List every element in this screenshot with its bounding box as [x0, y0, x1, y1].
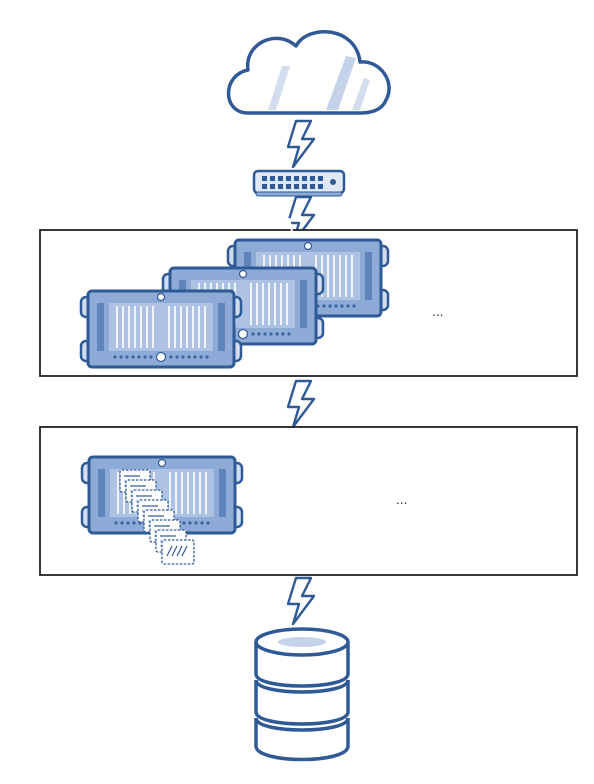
server-tier-more-label: ... — [432, 305, 443, 319]
vm-stack-icon — [119, 469, 195, 565]
vm-tier-more-label: ... — [396, 493, 407, 507]
database-icon — [254, 627, 350, 762]
lightning-link-icon — [286, 119, 316, 169]
lightning-link-icon — [286, 576, 316, 626]
cloud-icon — [226, 30, 391, 115]
virtual-machine-host-icon — [80, 455, 244, 565]
network-switch-icon — [252, 169, 346, 197]
lightning-link-icon — [286, 379, 316, 429]
rack-server-icon — [79, 289, 243, 369]
